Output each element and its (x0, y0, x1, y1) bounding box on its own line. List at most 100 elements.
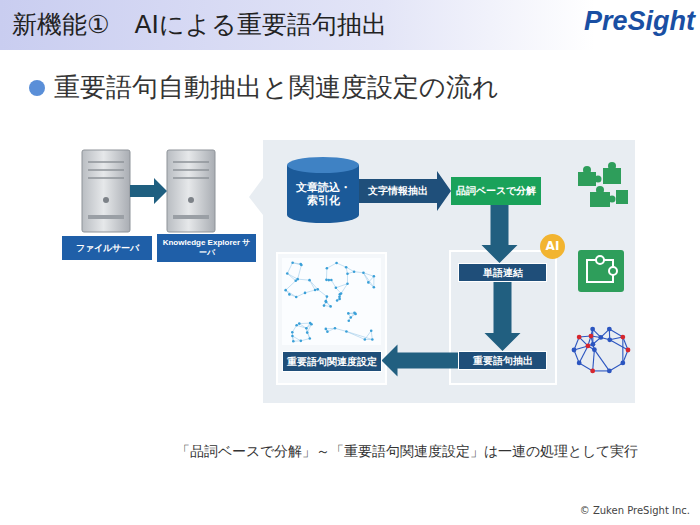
flow-arrow (485, 282, 521, 351)
network-image (314, 289, 317, 292)
network-image (335, 328, 346, 331)
flow-arrow (382, 345, 459, 377)
network-image (334, 327, 337, 330)
network-image (305, 290, 315, 293)
brand-logo: PreSight (555, 6, 695, 37)
puzzle-icon (609, 196, 616, 203)
box-text: Knowledge Explorer サーバ (161, 238, 252, 257)
process-box: 重要語句関連度設定 (282, 351, 382, 372)
cylinder-top (287, 157, 359, 173)
server-icon (173, 215, 209, 219)
box-text: 単語連結 (483, 267, 523, 278)
network-image (354, 272, 363, 273)
network-image (301, 338, 310, 340)
network-image (325, 301, 326, 303)
network-image (309, 322, 312, 325)
network-image (335, 286, 338, 289)
network-image (326, 295, 329, 298)
brain-network-icon (590, 369, 595, 374)
network-image (287, 274, 297, 280)
network-image (299, 263, 302, 266)
caption: 「品詞ベースで分解」～「重要語句関連度設定」は一連の処理として実行 (176, 443, 686, 461)
network-image (363, 273, 368, 283)
flow-arrow (382, 345, 459, 377)
network-image (291, 335, 294, 338)
process-box: 品詞ベースで分解 (451, 177, 541, 205)
brain-network-icon (586, 344, 591, 349)
puzzle-frame-icon (578, 250, 624, 292)
server-icon (88, 215, 124, 219)
server-icon (173, 169, 209, 171)
network-image (284, 289, 287, 292)
puzzle-icon (578, 172, 596, 186)
network-image (306, 328, 309, 338)
network-image (346, 272, 349, 275)
server-icon (167, 150, 215, 232)
brain-network-icon (591, 342, 596, 347)
puzzle-icon (608, 162, 616, 170)
brain-network-icon (589, 334, 594, 339)
brain-network-icon (594, 350, 609, 371)
server-icon (82, 150, 130, 232)
network-image (324, 300, 327, 303)
server-icon (173, 161, 209, 163)
network-image (293, 263, 302, 265)
network-image (326, 268, 327, 280)
network-image (345, 266, 348, 269)
brain-network-icon (607, 369, 612, 374)
puzzle-icon (616, 190, 628, 204)
network-image (282, 258, 381, 345)
network-image (341, 284, 347, 294)
network-image (310, 280, 318, 289)
network-image (299, 323, 310, 325)
network-image (349, 316, 352, 319)
ai-badge: AI (540, 234, 565, 259)
network-image (296, 293, 305, 297)
network-image (365, 331, 371, 340)
network-image (346, 267, 354, 271)
flow-arrow (359, 171, 451, 211)
network-image (323, 304, 326, 307)
server-label: Knowledge Explorer サーバ (157, 234, 256, 262)
network-image (338, 298, 341, 301)
puzzle-icon (583, 166, 591, 174)
flow-arrow (485, 282, 521, 351)
network-image (353, 270, 356, 273)
server-icon (88, 161, 124, 163)
network-image (295, 296, 298, 299)
brain-network-icon (577, 361, 582, 366)
network-image (346, 331, 372, 339)
box-text: 品詞ベースで分解 (456, 185, 536, 197)
brain-network-icon (620, 335, 625, 340)
brain-network-icon (622, 337, 623, 363)
network-image (292, 340, 295, 343)
puzzle-frame-icon (578, 250, 624, 292)
network-image (336, 284, 348, 288)
callout-pointer (249, 178, 263, 215)
slide-title: 新機能① AIによる重要語句抽出 (12, 8, 512, 41)
puzzle-icon (603, 168, 621, 184)
network-image (310, 280, 316, 290)
server-icon (167, 150, 215, 232)
process-panel (263, 140, 635, 403)
network-image (364, 338, 367, 341)
network-image (297, 325, 307, 328)
brain-network-icon (610, 340, 628, 350)
server-icon (188, 197, 194, 203)
server-icon (88, 177, 124, 179)
network-image (336, 299, 339, 302)
network-image (325, 301, 328, 304)
network-image (286, 272, 289, 275)
flow-arrow (130, 178, 167, 204)
title-band (0, 0, 700, 50)
network-image (337, 263, 347, 267)
network-image (371, 338, 374, 341)
network-image (298, 265, 302, 279)
brain-network-icon (593, 370, 610, 371)
network-image (347, 312, 350, 315)
network-image (288, 293, 291, 296)
server-icon (88, 169, 124, 171)
network-image (371, 331, 372, 340)
